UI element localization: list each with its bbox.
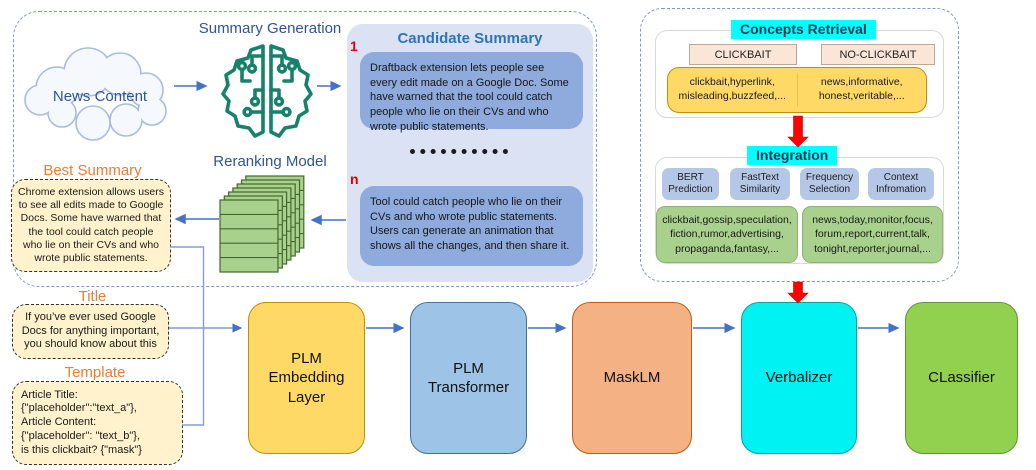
method-bert-prediction: BERT Prediction <box>662 168 719 200</box>
integration-clickbait-words: clickbait,gossip,speculation, fiction,ru… <box>656 206 798 263</box>
candidate-summary-last: Tool could catch people who lie on their… <box>360 186 583 266</box>
concepts-retrieval-header: Concepts Retrieval <box>731 20 876 40</box>
concepts-panel <box>640 8 959 282</box>
pipeline-masklm: MaskLM <box>572 302 692 454</box>
clickbait-tag: CLICKBAIT <box>689 44 797 65</box>
best-summary-label: Best Summary <box>43 162 142 179</box>
pipeline-plm-transformer: PLM Transformer <box>410 302 527 454</box>
summary-generation-panel <box>13 11 597 287</box>
best-summary-box: Chrome extension allows users to see all… <box>11 179 171 272</box>
candidate-summary-title: Candidate Summary <box>397 30 543 47</box>
news-content-label: News Content <box>52 88 148 105</box>
title-box: If you’ve ever used Google Docs for anyt… <box>12 304 169 359</box>
title-label: Title <box>78 288 107 305</box>
pipeline-plm-embedding-layer: PLM Embedding Layer <box>248 302 365 454</box>
candidate-index-last: n <box>350 171 359 187</box>
candidate-index-first: 1 <box>350 38 358 54</box>
retrieval-no-clickbait-words: news,informative, honest,veritable,... <box>818 76 905 102</box>
method-fasttext-similarity: FastText Similarity <box>730 168 790 200</box>
integration-header: Integration <box>747 146 838 166</box>
no-clickbait-tag: NO-CLICKBAIT <box>821 44 935 65</box>
template-label: Template <box>64 364 126 381</box>
method-frequency-selection: Frequency Selection <box>800 168 859 200</box>
divider <box>796 73 798 107</box>
ellipsis-dots <box>410 149 508 154</box>
red-arrow-integration-to-verbalizer <box>787 281 809 304</box>
summary-generation-label: Summary Generation <box>198 20 342 37</box>
pipeline-verbalizer: Verbalizer <box>741 302 857 454</box>
retrieval-clickbait-words: clickbait,hyperlink, misleading,buzzfeed… <box>678 76 786 102</box>
retrieval-words-box: clickbait,hyperlink, misleading,buzzfeed… <box>667 67 927 113</box>
integration-no-clickbait-words: news,today,monitor,focus, forum,report,c… <box>802 206 943 263</box>
method-context-information: Context Infromation <box>868 168 934 200</box>
candidate-summary-first: Draftback extension lets people see ever… <box>360 52 583 133</box>
template-box: Article Title: {"placeholder":"text_a"},… <box>12 381 183 465</box>
pipeline-classifier: CLassifier <box>905 302 1018 454</box>
reranking-model-label: Reranking Model <box>213 153 327 170</box>
